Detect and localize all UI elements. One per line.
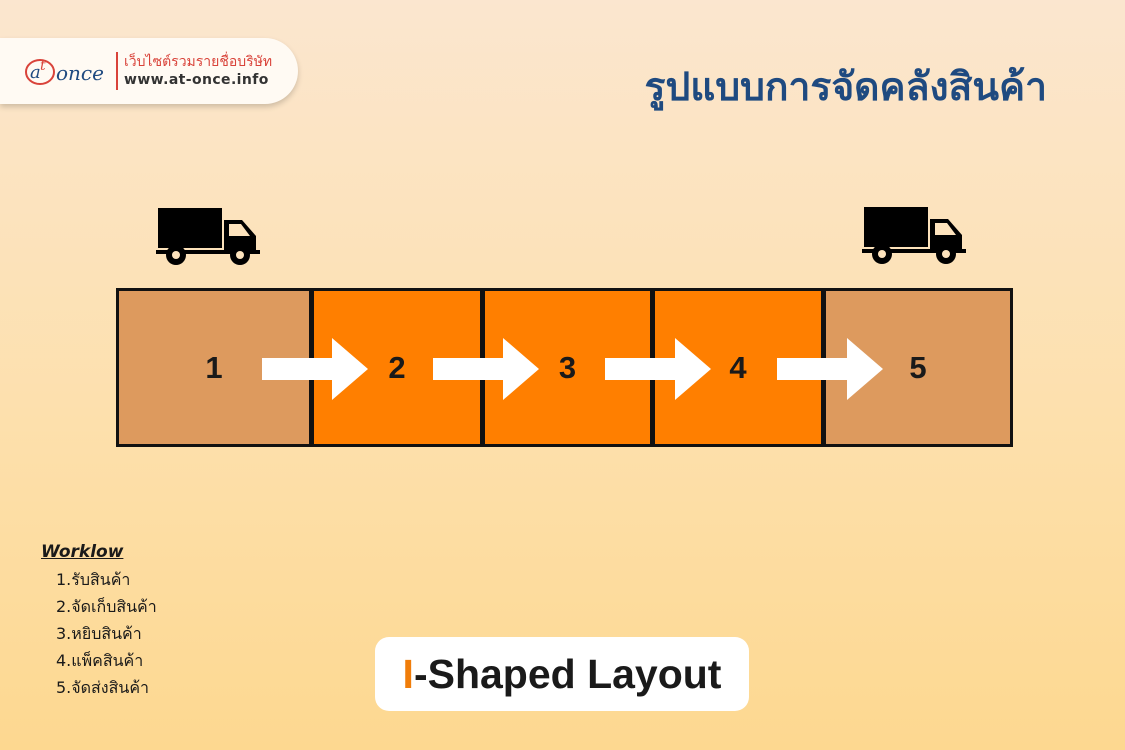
zone-label: 5	[909, 349, 927, 385]
workflow-item: 3.หยิบสินค้า	[56, 624, 142, 643]
layout-badge-accent: I	[402, 650, 414, 697]
layout-badge-text: -Shaped Layout	[413, 650, 722, 697]
flow-arrow-icon	[262, 338, 368, 400]
svg-text:t: t	[40, 58, 46, 74]
page-title: รูปแบบการจัดคลังสินค้า	[644, 65, 1047, 110]
flow-arrow-icon	[777, 338, 883, 400]
brand-divider	[116, 52, 118, 90]
zone-label: 1	[205, 349, 223, 385]
truck-icon	[156, 208, 260, 265]
workflow-item: 5.จัดส่งสินค้า	[56, 678, 149, 697]
zone-label: 4	[729, 349, 747, 385]
workflow-item: 1.รับสินค้า	[56, 570, 131, 589]
workflow-list: 1.รับสินค้า 2.จัดเก็บสินค้า 3.หยิบสินค้า…	[41, 566, 157, 701]
workflow-heading: Worklow	[41, 542, 124, 562]
flow-arrow-icon	[605, 338, 711, 400]
brand-tagline: เว็บไซต์รวมรายชื่อบริษัท	[124, 54, 273, 70]
truck-icon	[862, 207, 966, 264]
at-once-logo: a t once	[25, 58, 104, 85]
brand-banner[interactable]: a t once เว็บไซต์รวมรายชื่อบริษัท www.at…	[0, 38, 298, 104]
flow-arrow-icon	[433, 338, 539, 400]
zone-label: 3	[558, 349, 577, 385]
zone-label: 2	[388, 349, 406, 385]
brand-url[interactable]: www.at-once.info	[124, 72, 269, 88]
svg-text:once: once	[56, 61, 104, 85]
layout-type-badge: I-Shaped Layout	[375, 637, 749, 711]
workflow-item: 4.แพ็คสินค้า	[56, 651, 144, 670]
workflow-legend: Worklow 1.รับสินค้า 2.จัดเก็บสินค้า 3.หย…	[41, 542, 157, 701]
svg-text:a: a	[30, 62, 41, 83]
workflow-item: 2.จัดเก็บสินค้า	[56, 597, 157, 616]
